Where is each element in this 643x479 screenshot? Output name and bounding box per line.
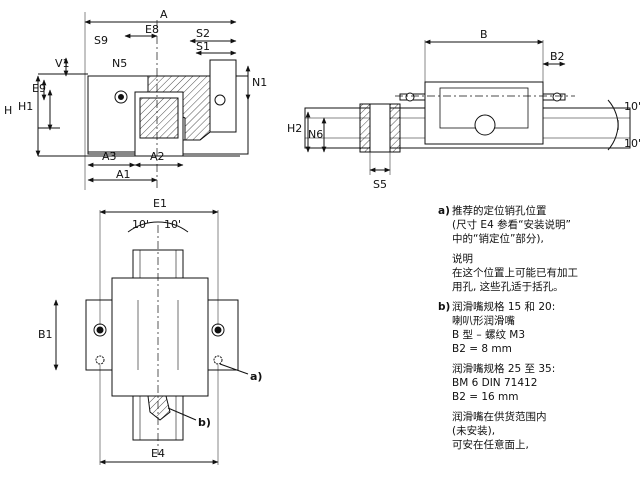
note-a-key: a) [438, 205, 450, 217]
cross-section-labels: A E8 S2 S1 S9 V1 N5 E9 N1 H H1 A3 A2 A1 [4, 8, 267, 181]
dim-E9: E9 [32, 82, 46, 95]
note-b: b) 润滑嘴规格 15 和 20: 喇叭形润滑嘴 B 型 – 螺纹 M3 B2 … [438, 300, 638, 452]
notes-panel: a) 推荐的定位销孔位置 (尺寸 E4 参看“安装说明” 中的“销定位”部分),… [438, 204, 638, 452]
note-b-line9: (未安装), [452, 425, 496, 437]
dim-A3: A3 [102, 150, 117, 163]
note-b-line10: 可安在任意面上, [452, 439, 529, 451]
dim-S9: S9 [94, 34, 108, 47]
dim-H1: H1 [18, 100, 33, 113]
note-a-line3: 中的“销定位”部分), [452, 233, 544, 245]
top-view-labels: E1 10' 10' B1 E4 a) b) [38, 197, 262, 460]
dim-angle-left: 10' [132, 218, 149, 231]
side-view [304, 39, 631, 175]
dim-A: A [160, 8, 168, 21]
note-b-line8: 润滑嘴在供货范围内 [452, 411, 547, 423]
dim-E4: E4 [151, 447, 165, 460]
dim-A1: A1 [116, 168, 131, 181]
dim-angle-bottom: 10' [624, 137, 641, 150]
dim-N5: N5 [112, 57, 127, 70]
note-b-line3: B 型 – 螺纹 M3 [452, 329, 526, 341]
note-b-line1: 润滑嘴规格 15 和 20: [452, 301, 556, 313]
note-a-title: 推荐的定位销孔位置 [452, 205, 547, 217]
dim-A2: A2 [150, 150, 165, 163]
dim-S1: S1 [196, 40, 210, 53]
dim-S5: S5 [373, 178, 387, 191]
dim-H: H [4, 104, 12, 117]
dim-N1: N1 [252, 76, 267, 89]
dim-angle-top: 10' [624, 100, 641, 113]
side-view-labels: B B2 H2 N6 S5 10' 10' [287, 28, 641, 191]
note-a-line6: 用孔, 这些孔适于括孔。 [452, 281, 564, 293]
note-b-line2: 喇叭形润滑嘴 [452, 315, 515, 327]
dim-B1: B1 [38, 328, 53, 341]
note-b-line6: BM 6 DIN 71412 [452, 377, 538, 389]
dim-B: B [480, 28, 488, 41]
callout-a: a) [250, 370, 262, 383]
note-b-line5: 润滑嘴规格 25 至 35: [452, 363, 556, 375]
note-a: a) 推荐的定位销孔位置 (尺寸 E4 参看“安装说明” 中的“销定位”部分),… [438, 204, 638, 294]
dim-angle-right: 10' [164, 218, 181, 231]
callout-b: b) [198, 416, 211, 429]
note-a-line5: 在这个位置上可能已有加工 [452, 267, 578, 279]
dim-B2: B2 [550, 50, 565, 63]
note-b-line7: B2 = 16 mm [452, 391, 519, 403]
dim-E1: E1 [153, 197, 167, 210]
note-b-key: b) [438, 301, 451, 313]
dim-S2: S2 [196, 27, 210, 40]
note-b-line4: B2 = 8 mm [452, 343, 512, 355]
dim-H2: H2 [287, 122, 302, 135]
dim-V1: V1 [55, 57, 70, 70]
top-view [53, 209, 249, 465]
note-a-line4: 说明 [452, 253, 473, 265]
note-a-line2: (尺寸 E4 参看“安装说明” [452, 219, 571, 231]
dim-E8: E8 [145, 23, 159, 36]
dim-N6: N6 [308, 128, 323, 141]
cross-section-view [35, 12, 251, 190]
